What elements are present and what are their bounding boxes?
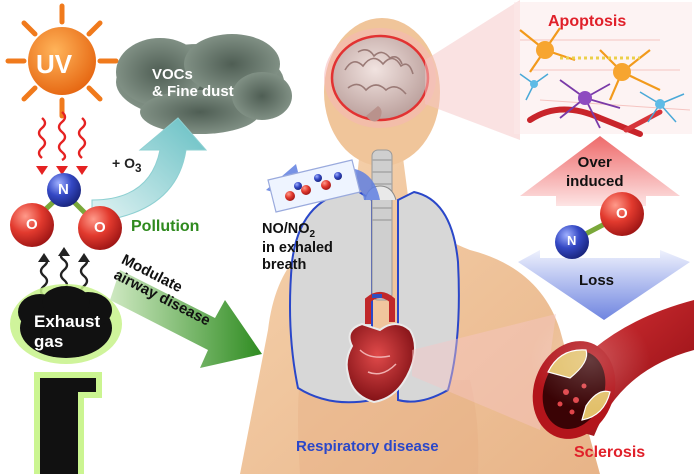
lungs [289,149,460,404]
loss-arrow [518,250,690,320]
loss-label: Loss [579,272,615,289]
exhaled-line-2: in exhaled [262,240,333,257]
blood-vessel [530,300,694,439]
uv-label: UV [36,49,73,79]
ozone-label: + O3 [112,155,141,175]
exhaled-line-3: breath [262,257,307,274]
pollution-label: Pollution [131,218,200,235]
sclerosis-callout-beam [412,314,556,430]
vocs-fine-dust-label: VOCs & Fine dust [152,66,234,101]
over-line-1: Over [577,154,612,171]
breath-tube [267,159,361,213]
sclerosis-label: Sclerosis [574,444,646,461]
exhaust-cloud [10,284,122,364]
vocs-line-1: VOCs [152,66,193,83]
neurons-illustration [514,2,692,137]
brain [324,28,436,128]
uv-rays-arrows [37,111,87,162]
no-oxygen-label: O [616,205,628,222]
exhaust-line-1: Exhaust [34,312,101,331]
over-line-2: induced [566,172,624,190]
apoptosis-label: Apoptosis [548,13,627,30]
exhaust-line-2: gas [34,331,64,351]
smog-cloud [116,34,292,134]
modulate-arrow [110,270,262,368]
vocs-line-2: & Fine dust [152,83,234,101]
exhaled-line-1: NO/NO2 [262,221,333,240]
respiratory-disease-label: Respiratory disease [296,438,439,455]
apoptosis-callout-beam [425,0,520,140]
no2-molecule [10,173,122,250]
exhaust-pipe [34,372,102,474]
ozone-subscript: 3 [134,161,142,175]
no-nitrogen-label: N [567,233,577,248]
no2-oxygen-left-label: O [26,216,38,233]
exhaled-subscript: 2 [309,228,316,240]
no2-nitrogen-label: N [58,181,69,198]
no2-oxygen-right-label: O [94,219,106,236]
over-induced-label: Over induced [566,154,624,192]
over-induced-arrow [520,136,680,206]
no-molecule [555,192,644,259]
exhaust-gas-label: Exhaust gas [34,312,100,351]
exhaled-breath-label: NO/NO2 in exhaled breath [262,221,333,274]
exhaled-prefix: NO/NO [262,221,310,237]
ozone-arrow [91,117,208,223]
ozone-prefix: + O [112,155,135,171]
heart [345,292,416,404]
